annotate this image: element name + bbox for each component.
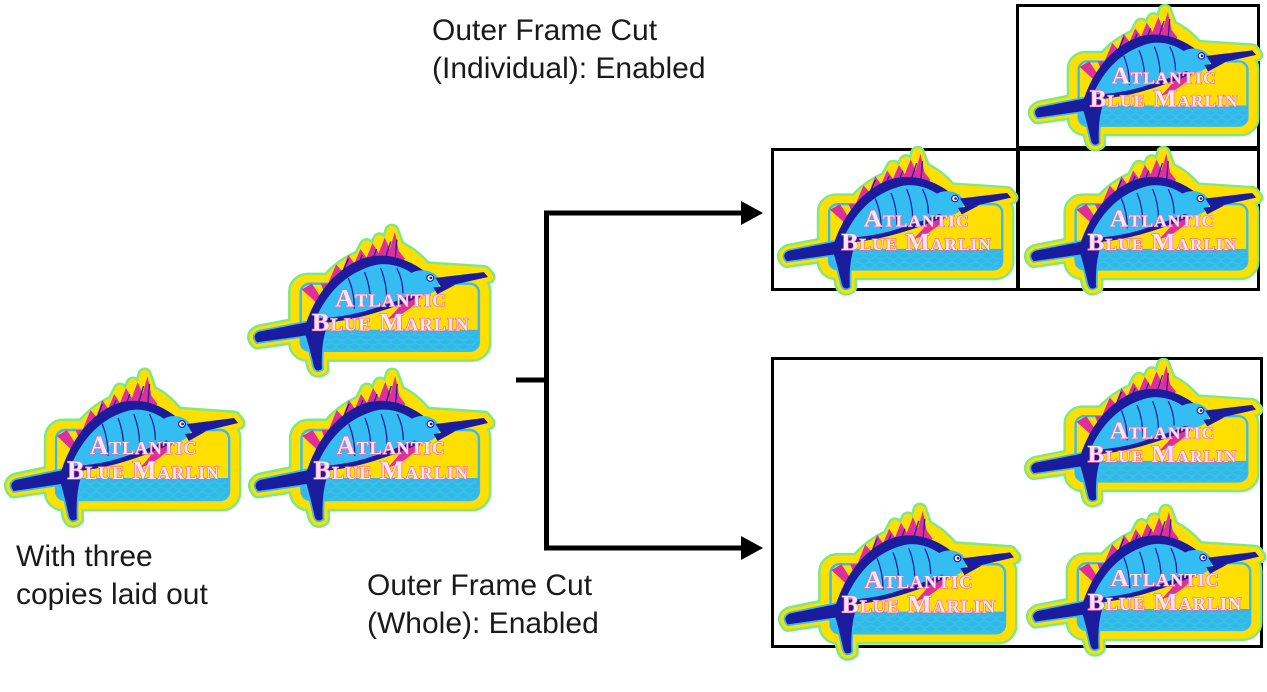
marlin-sticker xyxy=(1020,150,1258,290)
caption-source-line1: With three xyxy=(16,540,153,573)
caption-whole: Outer Frame Cut (Whole): Enabled xyxy=(367,567,599,643)
caption-individual-line2: (Individual): Enabled xyxy=(432,52,706,85)
marlin-sticker xyxy=(0,372,240,522)
arrowhead-individual xyxy=(741,201,763,225)
caption-source: With three copies laid out xyxy=(16,538,208,614)
marlin-sticker xyxy=(244,372,490,522)
marlin-sticker xyxy=(1022,508,1261,651)
whole-cut-frame xyxy=(771,357,1263,648)
arrowhead-whole xyxy=(741,536,763,560)
marlin-sticker xyxy=(1024,8,1258,146)
caption-whole-line2: (Whole): Enabled xyxy=(367,607,599,640)
caption-individual: Outer Frame Cut (Individual): Enabled xyxy=(432,12,706,88)
marlin-sticker xyxy=(243,228,490,372)
marlin-sticker xyxy=(1020,362,1258,502)
caption-whole-line1: Outer Frame Cut xyxy=(367,569,593,602)
marlin-sticker xyxy=(774,507,1016,655)
caption-source-line2: copies laid out xyxy=(16,578,208,611)
marlin-sticker xyxy=(773,150,1013,290)
caption-individual-line1: Outer Frame Cut xyxy=(432,14,658,47)
